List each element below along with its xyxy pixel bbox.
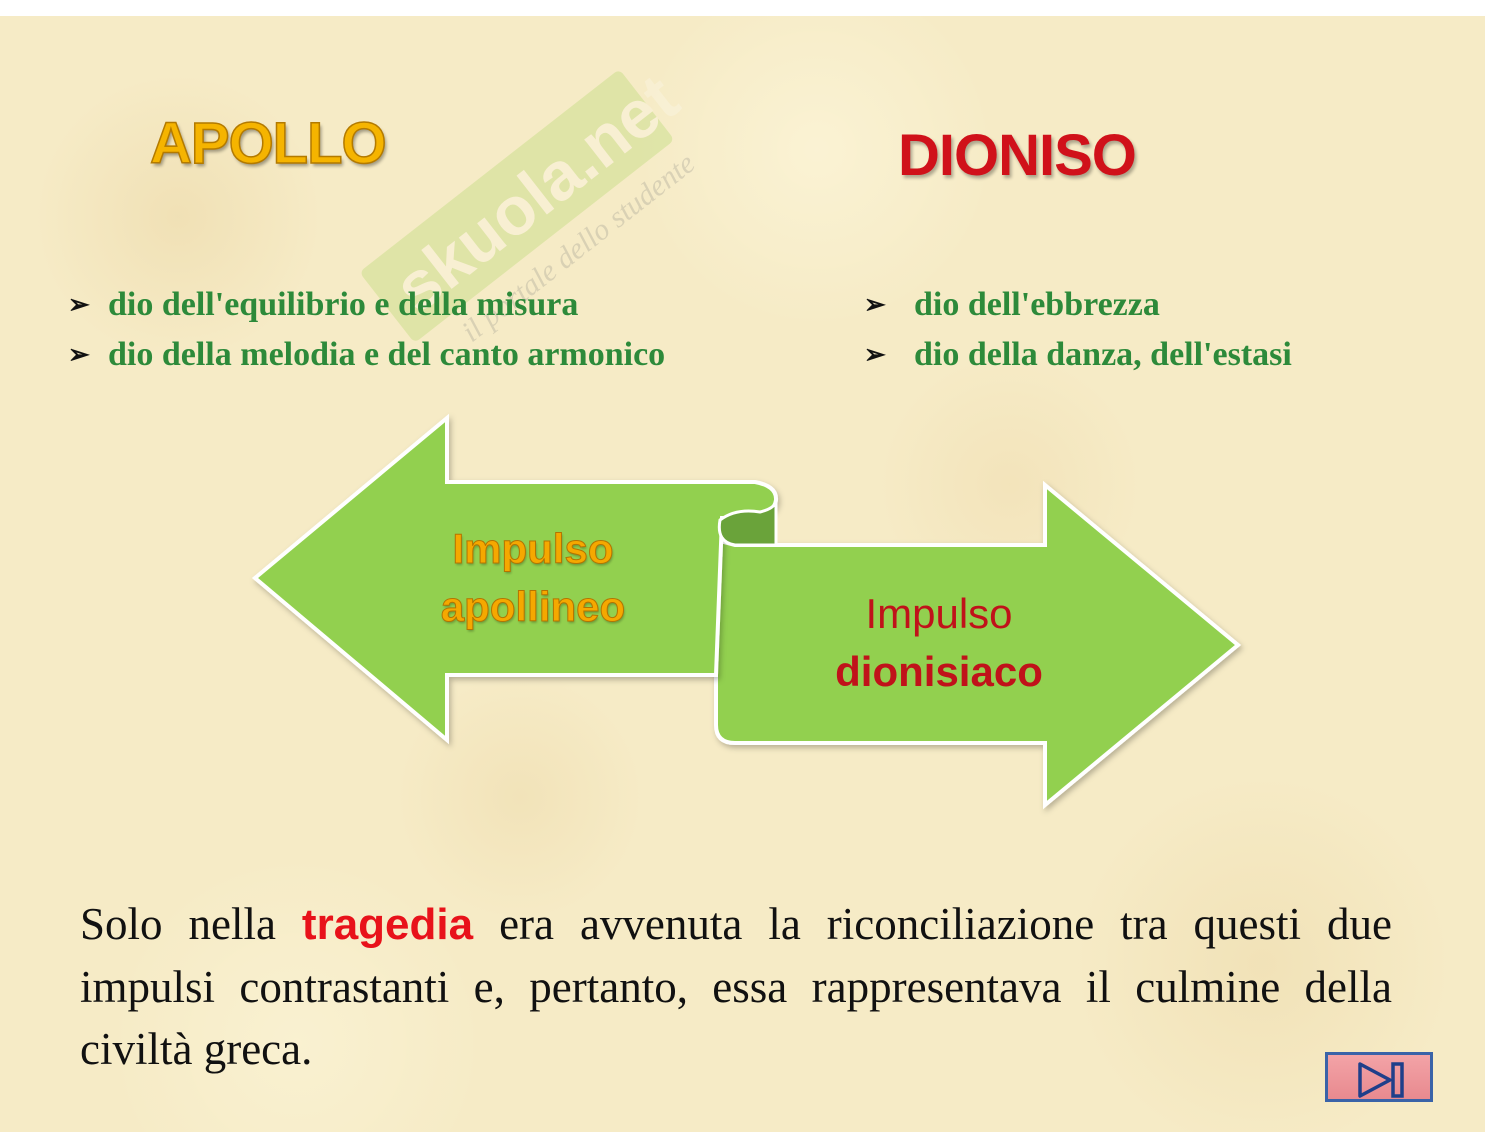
- arrow-bullet-icon: ➢: [864, 290, 886, 319]
- arrow-bullet-icon: ➢: [864, 340, 886, 369]
- apollo-attributes-list: ➢ dio dell'equilibrio e della misura ➢ dio…: [68, 280, 665, 380]
- impulse-apollineo-line2: apollineo: [440, 583, 626, 631]
- list-item-text: dio dell'equilibrio e della misura: [108, 286, 579, 323]
- arrow-bullet-icon: ➢: [68, 340, 90, 369]
- impulse-dionisiaco-label: Impulso dionisiaco: [779, 585, 1099, 701]
- dioniso-title: DIONISO: [898, 123, 1137, 188]
- dioniso-attributes-list: ➢ dio dell'ebbrezza ➢ dio della danza, del…: [864, 280, 1292, 380]
- paragraph-text-end: era avvenuta la riconciliazione tra ques…: [80, 899, 1392, 1074]
- watermark-logo: skuola.net il portale dello studente: [361, 60, 701, 348]
- apollo-title: APOLLO: [149, 110, 387, 177]
- skip-to-end-icon: [1358, 1062, 1404, 1098]
- list-item-text: dio della danza, dell'estasi: [914, 336, 1292, 373]
- list-item-text: dio dell'ebbrezza: [914, 286, 1160, 323]
- list-item: ➢ dio dell'ebbrezza: [864, 280, 1292, 330]
- list-item: ➢ dio della melodia e del canto armonico: [68, 330, 665, 380]
- impulse-apollineo-label: Impulso apollineo: [373, 520, 693, 636]
- impulse-apollineo-line1: Impulso: [452, 525, 614, 573]
- list-item-text: dio della melodia e del canto armonico: [108, 336, 666, 373]
- impulse-dionisiaco-line2: dionisiaco: [835, 648, 1043, 695]
- list-item: ➢ dio dell'equilibrio e della misura: [68, 280, 665, 330]
- next-slide-button[interactable]: [1325, 1052, 1433, 1102]
- impulse-dionisiaco-line1: Impulso: [865, 590, 1013, 637]
- arrow-bullet-icon: ➢: [68, 290, 90, 319]
- paragraph-text-start: Solo nella: [80, 899, 302, 949]
- conclusion-paragraph: Solo nella tragedia era avvenuta la rico…: [80, 893, 1392, 1080]
- highlight-tragedia: tragedia: [301, 900, 474, 949]
- list-item: ➢ dio della danza, dell'estasi: [864, 330, 1292, 380]
